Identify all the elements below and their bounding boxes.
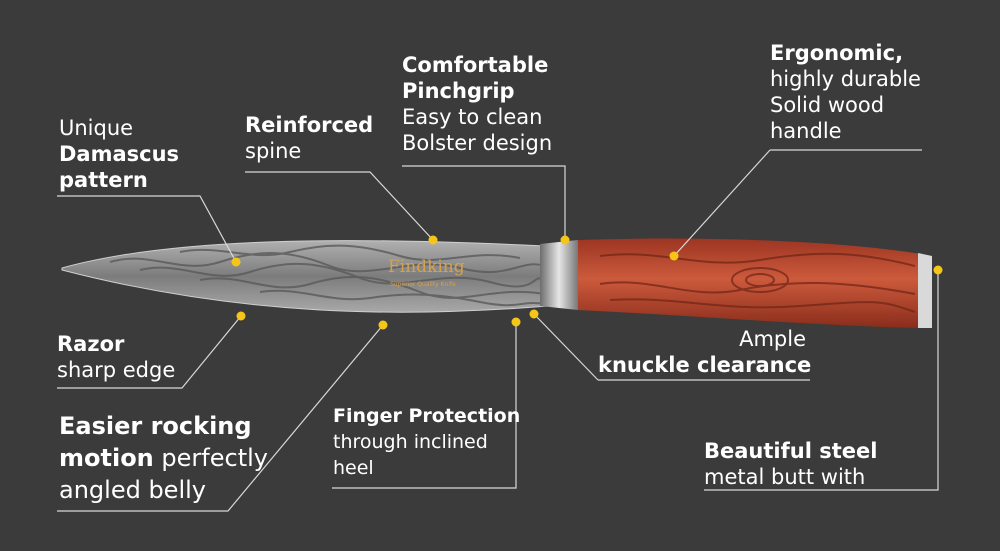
- damascus-line2: Damascus: [59, 142, 180, 166]
- metal-butt: [918, 253, 932, 328]
- pinchgrip-line1: Comfortable: [402, 53, 549, 77]
- knuckle-line1: Ample: [739, 327, 806, 351]
- butt-line2: metal butt with: [704, 465, 866, 489]
- rocking-line1: Easier rocking: [59, 412, 252, 440]
- callout-finger: Finger Protection through inclined heel: [333, 403, 520, 481]
- rocking-line2: motion perfectly: [59, 444, 268, 472]
- callout-razor: Razor sharp edge: [57, 331, 175, 383]
- brand-logo: Findking: [388, 257, 465, 277]
- damascus-line1: Unique: [59, 116, 134, 140]
- callout-spine: Reinforced spine: [245, 112, 373, 164]
- handle-line4: handle: [770, 119, 842, 143]
- callout-butt: Beautiful steel metal butt with: [704, 438, 877, 490]
- pinchgrip-line2: Pinchgrip: [402, 79, 515, 103]
- handle-line2: highly durable: [770, 67, 921, 91]
- callout-handle: Ergonomic, highly durable Solid wood han…: [770, 40, 921, 144]
- callout-knuckle: Ample knuckle clearance: [598, 326, 812, 378]
- knuckle-line2: knuckle clearance: [598, 353, 812, 377]
- bolster: [540, 240, 578, 310]
- finger-line3: heel: [333, 457, 374, 479]
- callout-pinchgrip: Comfortable Pinchgrip Easy to clean Bols…: [402, 52, 552, 156]
- callout-damascus: Unique Damascus pattern: [59, 115, 179, 193]
- callout-rocking: Easier rocking motion perfectly angled b…: [59, 410, 268, 506]
- annotation-dots: [231, 235, 943, 330]
- pinchgrip-line3: Easy to clean: [402, 105, 543, 129]
- finger-line1: Finger Protection: [333, 405, 521, 427]
- butt-line1: Beautiful steel: [704, 439, 878, 463]
- rocking-line3: angled belly: [59, 476, 206, 504]
- damascus-line3: pattern: [59, 168, 148, 192]
- wood-grain: [599, 252, 916, 313]
- handle-line3: Solid wood: [770, 93, 885, 117]
- leader-lines: [57, 149, 939, 512]
- finger-line2: through inclined: [333, 431, 488, 453]
- spine-line2: spine: [245, 139, 302, 163]
- razor-line1: Razor: [57, 332, 125, 356]
- brand-subtitle: Superior Quality Knife: [390, 281, 456, 288]
- spine-line1: Reinforced: [245, 113, 374, 137]
- handle-line1: Ergonomic,: [770, 41, 904, 65]
- damascus-pattern: [109, 244, 546, 307]
- pinchgrip-line4: Bolster design: [402, 131, 553, 155]
- razor-line2: sharp edge: [57, 358, 176, 382]
